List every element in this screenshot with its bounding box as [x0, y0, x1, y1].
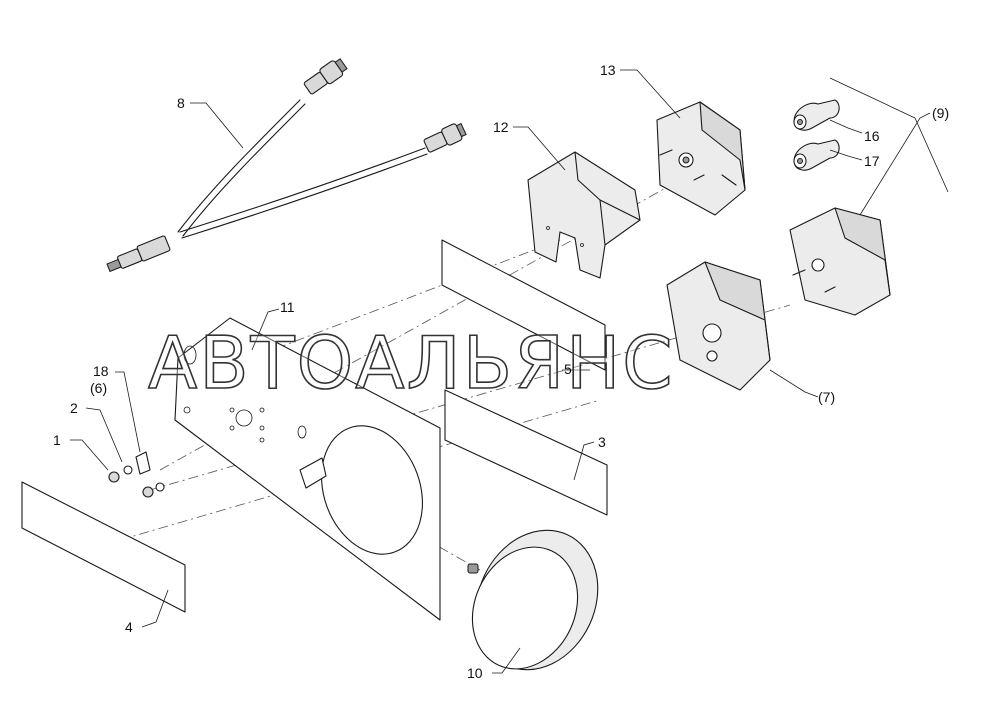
leader-lines — [70, 69, 949, 674]
callout-13: 13 — [600, 62, 616, 78]
bulb-16 — [793, 99, 840, 131]
wiring-harness — [106, 58, 467, 273]
callout-6: (6) — [90, 380, 107, 396]
round-lamp — [467, 529, 599, 671]
callout-4: 4 — [125, 619, 133, 635]
callout-12: 12 — [493, 119, 509, 135]
mounting-plate — [174, 317, 441, 621]
callout-2: 2 — [70, 400, 78, 416]
rear-lamp-block — [656, 101, 746, 216]
callout-11: 11 — [280, 299, 295, 315]
callout-18: 18 — [93, 363, 109, 379]
marker-lamp — [789, 207, 891, 316]
decal-labels — [21, 239, 608, 613]
callout-1: 1 — [53, 432, 61, 448]
callout-9: (9) — [932, 105, 949, 121]
callout-7: (7) — [818, 389, 835, 405]
callout-16: 16 — [864, 128, 880, 144]
fasteners — [108, 451, 165, 498]
callout-10: 10 — [467, 665, 483, 681]
bulb-17 — [793, 139, 840, 171]
watermark: АВТОАЛЬЯНС — [148, 321, 675, 405]
lamp-housing — [666, 261, 771, 391]
callout-3: 3 — [598, 434, 606, 450]
callout-5: 5 — [564, 361, 572, 377]
callout-labels: 8 13 12 (9) 16 17 11 5 (7) 18 (6) 2 1 3 … — [53, 62, 949, 681]
callout-8: 8 — [177, 95, 185, 111]
bracket-cover — [527, 151, 641, 279]
callout-17: 17 — [864, 153, 880, 169]
